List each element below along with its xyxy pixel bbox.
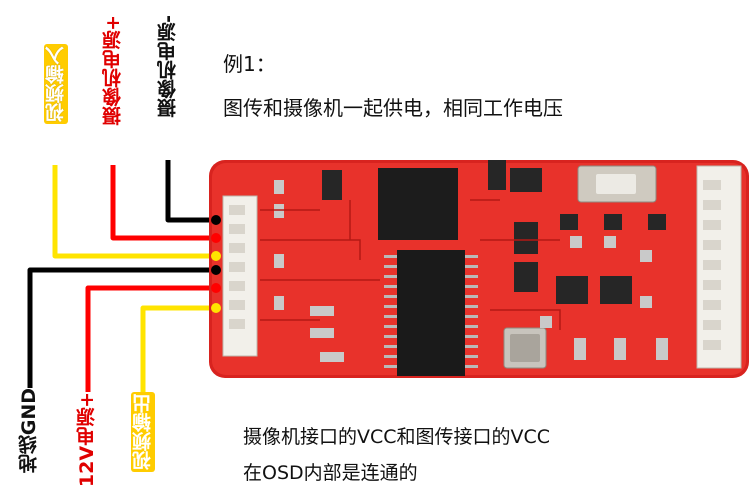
power-12v-wire xyxy=(85,285,216,392)
power-12v-label: 12V电源+ xyxy=(76,392,98,488)
example-description: 图传和摄像机一起供电，相同工作电压 xyxy=(223,96,563,120)
camera-plus-wire xyxy=(110,165,216,241)
osd-chip xyxy=(397,250,465,376)
video-input-label: 视频输入 xyxy=(44,44,68,124)
video-in-wire xyxy=(52,165,216,259)
camera-power-minus-label: 摄像机电源- xyxy=(157,15,179,118)
pcb xyxy=(209,160,749,378)
example-title: 例1： xyxy=(223,52,276,76)
camera-minus-wire xyxy=(165,160,216,223)
video-out-wire xyxy=(140,305,216,392)
ground-label: 地线GND xyxy=(18,388,40,474)
footer-note-line1: 摄像机接口的VCC和图传接口的VCC xyxy=(243,426,551,448)
ground-wire xyxy=(27,267,216,388)
footer-note-line2: 在OSD内部是连通的 xyxy=(243,462,418,484)
left-connector xyxy=(222,195,258,357)
wires xyxy=(27,160,216,392)
mcu-chip xyxy=(378,168,458,240)
video-output-label: 视频输出 xyxy=(131,392,155,472)
camera-power-plus-label: 摄像机电源+ xyxy=(102,15,124,126)
